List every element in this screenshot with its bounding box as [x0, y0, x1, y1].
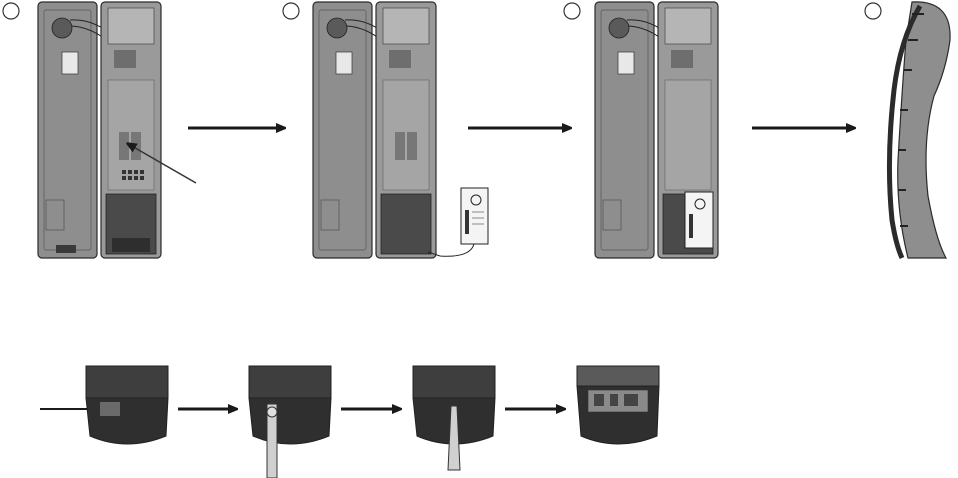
step-2-handset-body — [376, 2, 436, 258]
step-3-group — [564, 2, 718, 258]
base-step-1-body — [86, 398, 168, 444]
step-1-handset-body — [101, 2, 161, 258]
step-2-group — [283, 2, 488, 258]
step-1-group — [3, 2, 196, 258]
step-3-handset-body — [658, 2, 718, 258]
base-step-1-slot — [100, 402, 120, 416]
base-step-4-top — [577, 366, 659, 386]
step-1-marker — [3, 3, 19, 19]
base-step-2-top — [249, 366, 331, 398]
base-step-3-group — [413, 366, 495, 470]
base-step-1-top — [86, 366, 168, 398]
step-4-marker — [865, 3, 881, 19]
base-step-2-body — [249, 398, 331, 444]
base-step-4-group — [577, 366, 659, 444]
base-step-3-top — [413, 366, 495, 398]
base-step-1-group — [40, 366, 168, 444]
step-2-battery-pack — [461, 188, 488, 244]
step-2-marker — [283, 3, 299, 19]
base-step-2-group — [249, 366, 331, 478]
step-3-marker — [564, 3, 580, 19]
step-4-group — [865, 2, 950, 258]
